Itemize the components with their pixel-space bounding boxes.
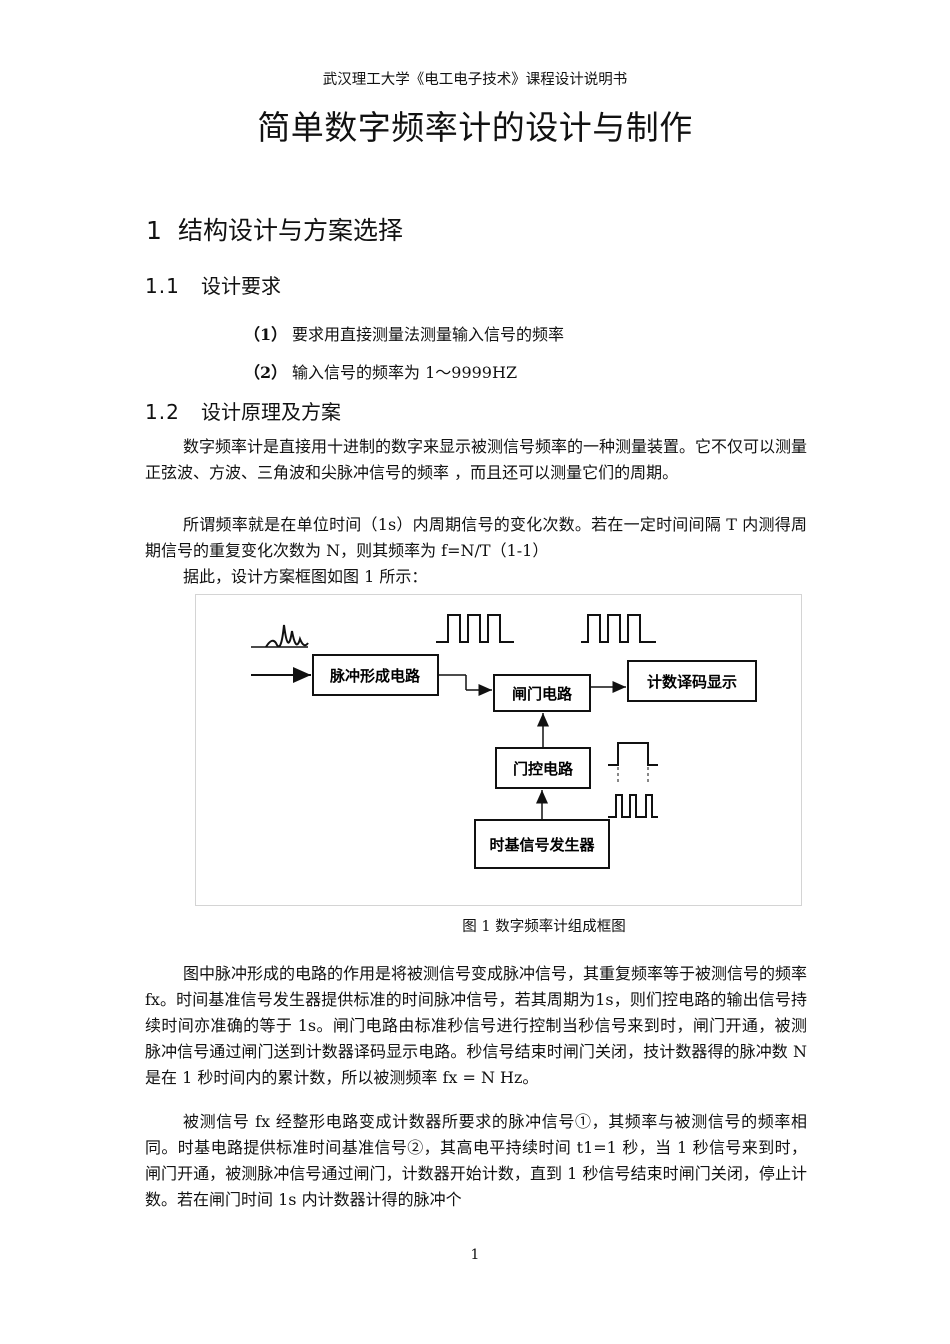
timebase-waveform-icon: [608, 794, 658, 818]
pulse-train-1-icon: [436, 614, 514, 643]
counter-display-label: 计数译码显示: [647, 673, 737, 691]
pulse-shaping-label: 脉冲形成电路: [329, 667, 421, 685]
figure-caption: 图 1 数字频率计组成框图: [462, 919, 626, 935]
requirement-item: （2）输入信号的频率为 1～9999HZ: [244, 359, 517, 383]
section-title: 设计原理及方案: [201, 400, 341, 424]
gate-label: 闸门电路: [512, 685, 573, 703]
section-1-heading: 1 结构设计与方案选择: [146, 211, 403, 247]
paragraph: 数字频率计是直接用十进制的数字来显示被测信号频率的一种测量装置。它不仅可以测量正…: [145, 437, 808, 482]
gate-control-label: 门控电路: [513, 760, 574, 778]
item-number: （2）: [244, 363, 288, 382]
page-header: 武汉理工大学《电工电子技术》课程设计说明书: [322, 72, 628, 88]
block-diagram-svg: 脉冲形成电路 闸门电路 计数译码显示 门控电路 时基信号发生器: [251, 614, 757, 869]
item-number: （1）: [244, 325, 288, 344]
paragraph: 所谓频率就是在单位时间（1s）内周期信号的变化次数。若在一定时间间隔 T 内测得…: [145, 515, 807, 560]
paragraph: 据此，设计方案框图如图 1 所示：: [183, 567, 428, 586]
page-number: 1: [470, 1247, 480, 1263]
gate-block: [493, 674, 591, 712]
page-title: 简单数字频率计的设计与制作: [257, 108, 693, 147]
section-title: 设计要求: [201, 274, 281, 298]
requirement-item: （1）要求用直接测量法测量输入信号的频率: [244, 321, 564, 345]
section-1-2-heading: 1.2 设计原理及方案: [145, 396, 341, 425]
gate-control-block: [495, 747, 591, 789]
paragraph: 被测信号 fx 经整形电路变成计数器所要求的脉冲信号①，其频率与被测信号的频率相…: [145, 1112, 807, 1209]
item-text: 要求用直接测量法测量输入信号的频率: [292, 325, 565, 344]
gate-waveform-icon: [608, 742, 658, 766]
item-text: 输入信号的频率为 1～9999HZ: [292, 363, 518, 382]
figure-1-block-diagram: 脉冲形成电路 闸门电路 计数译码显示 门控电路 时基信号发生器: [195, 594, 802, 906]
section-title: 结构设计与方案选择: [178, 216, 404, 245]
pulse-train-2-icon: [581, 614, 656, 643]
paragraph: 图中脉冲形成的电路的作用是将被测信号变成脉冲信号，其重复频率等于被测信号的频率 …: [145, 964, 808, 1087]
section-number: 1: [146, 216, 162, 245]
section-number: 1.1: [145, 274, 180, 298]
input-wave-icon: [265, 624, 309, 648]
counter-display-block: [627, 660, 757, 702]
timebase-label: 时基信号发生器: [489, 836, 595, 854]
section-number: 1.2: [145, 400, 180, 424]
section-1-1-heading: 1.1 设计要求: [145, 270, 281, 299]
